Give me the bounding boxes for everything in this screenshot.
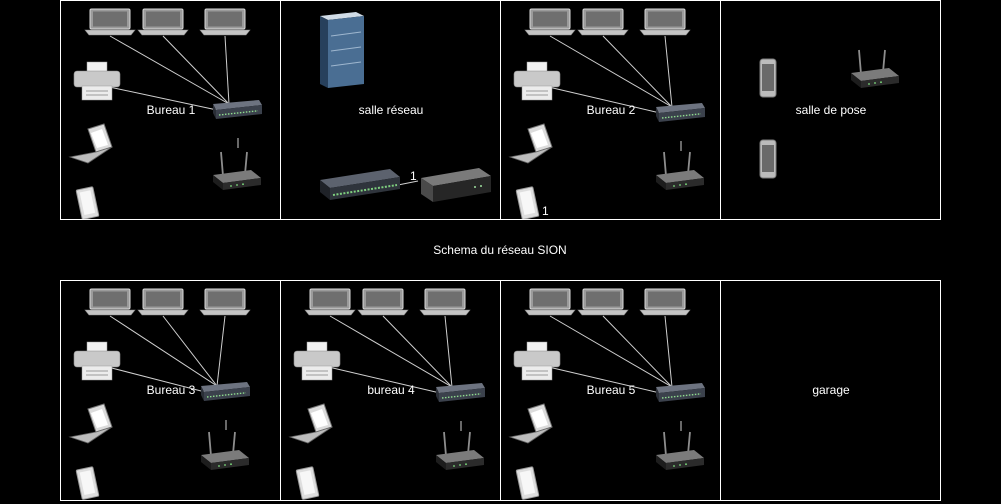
bureau-4-laptop-link-3	[444, 315, 453, 388]
bureau-3-laptop-link-3	[216, 315, 226, 387]
bureau-3-laptop-link-1	[109, 315, 218, 387]
room-bureau-4: bureau 4	[280, 280, 501, 501]
room-label-garage: garage	[812, 383, 850, 397]
salle-reseau-modem-link	[397, 180, 419, 186]
room-salle-reseau: salle réseau	[280, 0, 501, 220]
room-bureau-3: Bureau 3	[60, 280, 281, 501]
room-label-salle-de-pose: salle de pose	[795, 103, 867, 117]
bureau-2-printer-link	[539, 84, 661, 114]
bureau-4-laptop-link-1	[329, 315, 453, 388]
room-bureau-5: Bureau 5	[500, 280, 721, 501]
bureau-1-laptop-link-3	[224, 35, 230, 105]
room-label-salle-reseau: salle réseau	[358, 103, 424, 117]
room-garage: garage	[720, 280, 941, 501]
bureau-2-laptop-link-3	[664, 35, 673, 108]
bureau-5-printer-link	[539, 364, 661, 394]
port-label-bureau-2: 1	[542, 204, 549, 218]
room-bureau-1: Bureau 1	[60, 0, 281, 220]
bureau-5-laptop-link-2	[602, 315, 673, 388]
bureau-5-laptop-link-3	[664, 315, 673, 388]
bureau-3-laptop-link-2	[162, 315, 218, 387]
diagram-caption: Schema du réseau SION	[433, 243, 567, 257]
bureau-4-printer-link	[319, 364, 441, 394]
room-label-bureau-1: Bureau 1	[146, 103, 196, 117]
bureau-4-laptop-link-2	[382, 315, 453, 388]
room-bureau-2: Bureau 2	[500, 0, 721, 220]
bureau-1-printer-link	[99, 84, 218, 111]
bureau-2-laptop-link-1	[549, 35, 673, 108]
room-label-bureau-5: Bureau 5	[586, 383, 636, 397]
bureau-2-laptop-link-2	[602, 35, 673, 108]
bureau-1-laptop-link-1	[109, 35, 230, 105]
bureau-3-printer-link	[99, 364, 206, 393]
room-salle-de-pose: salle de pose	[720, 0, 941, 220]
bureau-1-laptop-link-2	[162, 35, 230, 105]
room-label-bureau-3: Bureau 3	[146, 383, 196, 397]
bureau-5-laptop-link-1	[549, 315, 673, 388]
room-label-bureau-2: Bureau 2	[586, 103, 636, 117]
room-label-bureau-4: bureau 4	[367, 383, 415, 397]
port-label-salle-reseau: 1	[410, 169, 417, 183]
